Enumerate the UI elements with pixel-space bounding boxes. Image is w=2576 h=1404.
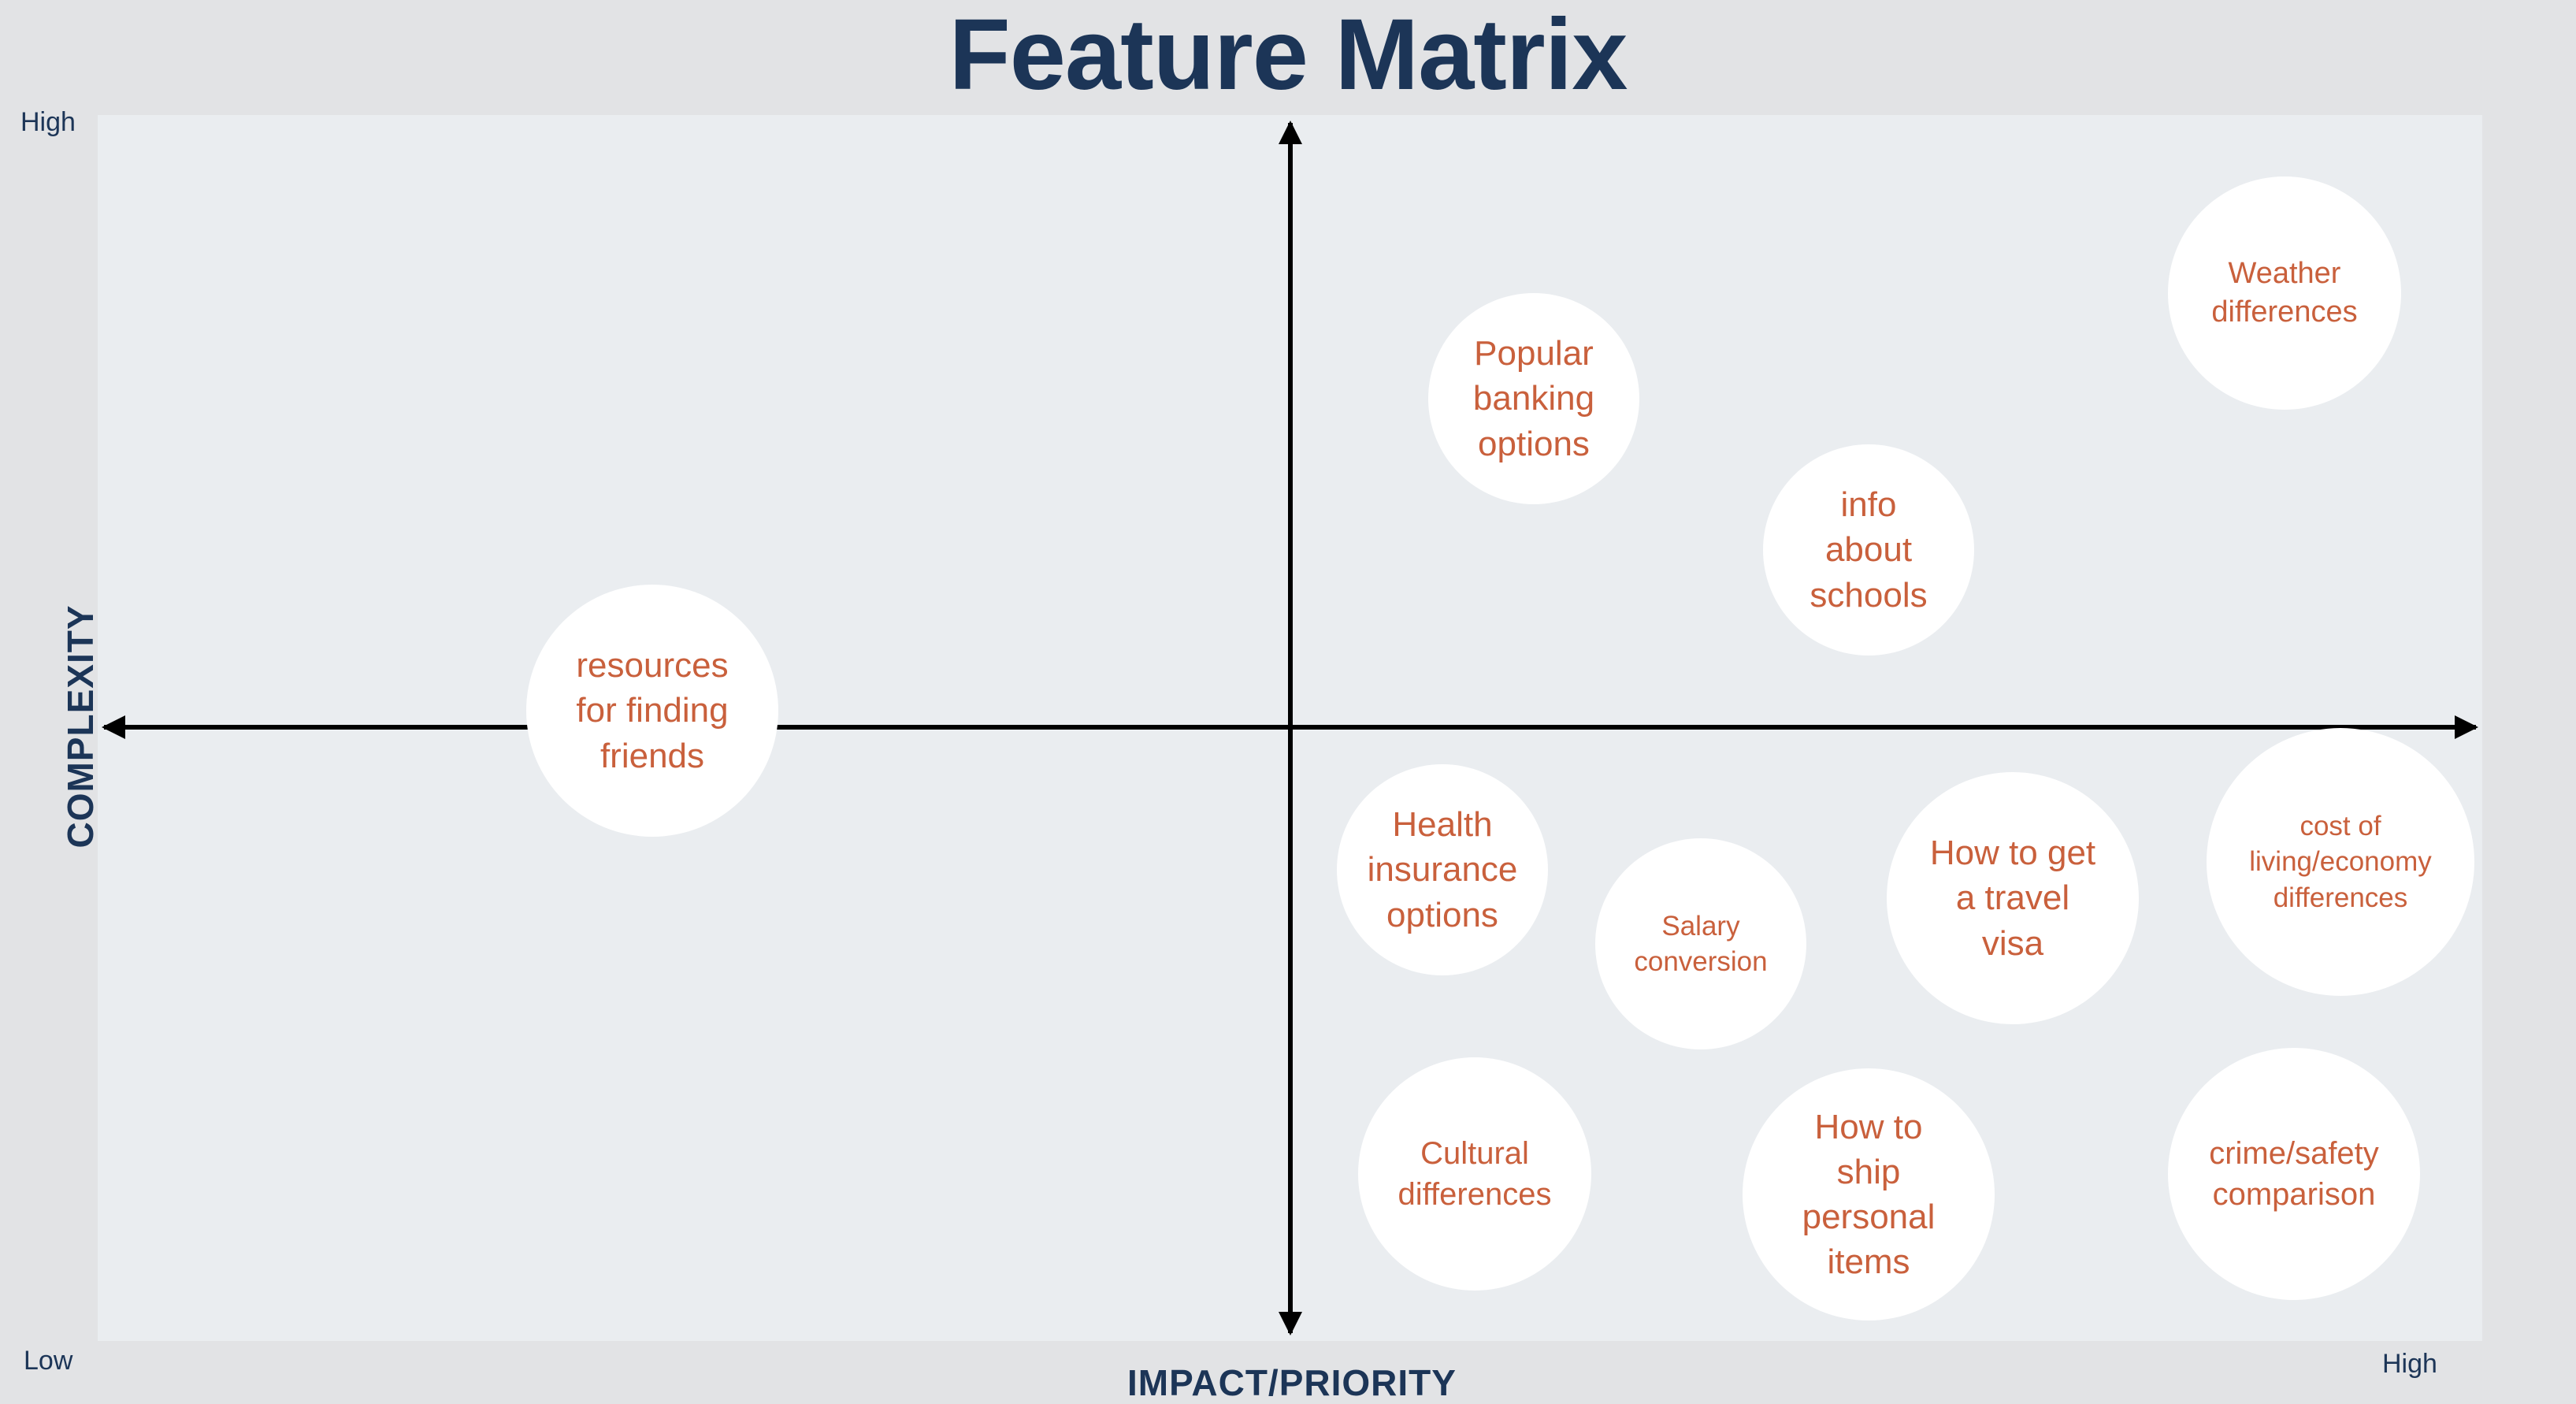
y-axis-high-label: High: [20, 107, 76, 137]
bubble-info-about-schools: info about schools: [1763, 444, 1974, 656]
bubble-label: Salary conversion: [1634, 910, 1768, 978]
x-axis-title: IMPACT/PRIORITY: [1127, 1362, 1457, 1403]
bubble-cost-of-living: cost of living/economy differences: [2207, 728, 2474, 996]
bubble-label: crime/safety comparison: [2209, 1136, 2379, 1212]
y-axis-low-label: Low: [24, 1346, 73, 1376]
bubble-label: Health insurance options: [1367, 805, 1518, 934]
bubble-label: Popular banking options: [1472, 334, 1595, 463]
bubble-label: How to ship personal items: [1802, 1107, 1936, 1282]
y-axis-title: COMPLEXITY: [60, 604, 101, 849]
bubble-label: info about schools: [1810, 485, 1928, 615]
bubble-crime-safety-comparison: crime/safety comparison: [2168, 1048, 2420, 1300]
page-title: Feature Matrix: [948, 0, 1628, 111]
bubble-how-to-get-a-travel-visa: How to get a travel visa: [1887, 772, 2139, 1024]
x-axis-high-label: High: [2382, 1349, 2437, 1379]
bubble-how-to-ship-personal-items: How to ship personal items: [1743, 1068, 1995, 1320]
quadrant-axes: [102, 121, 2478, 1335]
bubble-label: resources for finding friends: [576, 646, 729, 775]
bubble-label: How to get a travel visa: [1929, 834, 2096, 963]
bubble-salary-conversion: Salary conversion: [1595, 838, 1806, 1049]
bubble-health-insurance-options: Health insurance options: [1337, 764, 1548, 975]
bubble-label: Weather differences: [2211, 256, 2358, 329]
bubble-cultural-differences: Cultural differences: [1358, 1057, 1591, 1291]
bubble-resources-for-finding-friends: resources for finding friends: [526, 585, 778, 837]
bubble-label: cost of living/economy differences: [2249, 810, 2432, 913]
bubble-popular-banking-options: Popular banking options: [1428, 293, 1639, 504]
bubble-weather-differences: Weather differences: [2168, 176, 2401, 410]
bubble-label: Cultural differences: [1397, 1136, 1552, 1212]
